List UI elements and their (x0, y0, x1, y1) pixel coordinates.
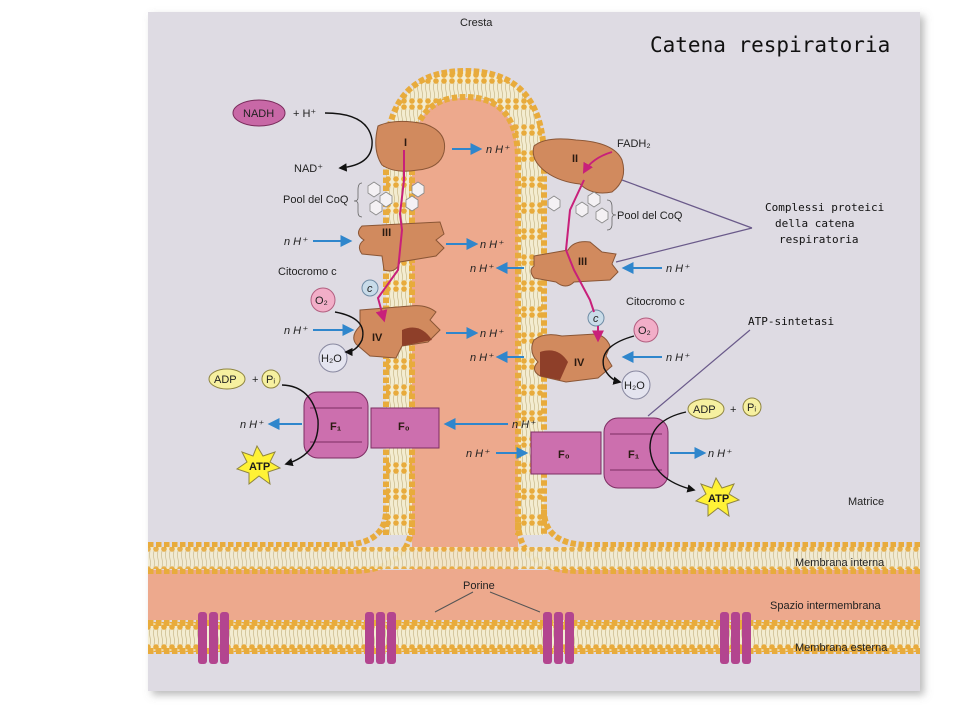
cytochrome-c-left-letter: c (367, 283, 373, 295)
region-label-spazio: Spazio intermembrana (770, 600, 882, 612)
h2o-right (621, 370, 651, 400)
nh-label: n H⁺ (486, 144, 510, 156)
nh-label: n H⁺ (666, 352, 690, 364)
adp-left (208, 368, 246, 390)
porin (198, 612, 229, 664)
nh-label: n H⁺ (708, 448, 732, 460)
complex-iii-right-label: III (578, 256, 587, 268)
porins (198, 591, 751, 664)
complex-ii (532, 138, 625, 194)
citocromo-label-left: Citocromo c (278, 266, 337, 278)
nh-label: n H⁺ (284, 325, 308, 337)
coq-pool-left (367, 181, 425, 216)
nh-label: n H⁺ (284, 236, 308, 248)
coq-pool-label-left: Pool del CoQ (283, 194, 349, 206)
inner-membrane (148, 547, 920, 569)
nadh-label: NADH (243, 108, 274, 120)
pi-right (742, 397, 762, 417)
nh-label: n H⁺ (470, 263, 494, 275)
cytochrome-c-left (361, 279, 379, 297)
o2-right (633, 317, 659, 343)
complex-iv-left-label: IV (372, 332, 383, 344)
porin (543, 612, 574, 664)
electron-flow-left (375, 150, 405, 323)
complessi-label-line2: della catena (775, 217, 854, 230)
complessi-label-line3: respiratoria (779, 233, 858, 246)
nh-label: n H⁺ (466, 448, 490, 460)
region-label-membrana-esterna: Membrana esterna (795, 642, 888, 654)
nadh-plus-h: + H⁺ (293, 108, 316, 120)
electron-flow-right (564, 179, 598, 340)
coq-pool-right (547, 191, 609, 224)
atp-star-left (235, 444, 282, 486)
nh-label: n H⁺ (470, 352, 494, 364)
atp-star-right (694, 476, 741, 518)
complex-iv-right-label: IV (574, 357, 585, 369)
outer-membrane (148, 620, 920, 654)
h2o-left (318, 343, 348, 373)
o2-right-label: O₂ (638, 325, 651, 337)
nh-label: n H⁺ (512, 419, 536, 431)
cytochrome-c-right (587, 309, 605, 327)
f1-left-label: F₁ (330, 421, 342, 433)
nh-label: n H⁺ (480, 239, 504, 251)
porin (365, 612, 396, 664)
adp-right (687, 398, 725, 420)
porine-label: Porine (463, 580, 495, 592)
nh-label: n H⁺ (480, 328, 504, 340)
cytochrome-c-right-letter: c (593, 313, 599, 325)
h2o-left-label: H₂O (321, 353, 342, 365)
atp-synthase-left (303, 391, 440, 459)
pi-right-label: Pᵢ (747, 402, 756, 414)
adp-left-plus: + (252, 374, 258, 386)
fo-left-label: F₀ (398, 421, 410, 433)
proton-labels: n H⁺ n H⁺ n H⁺ n H⁺ n H⁺ n H⁺ n H⁺ n H⁺ … (240, 144, 732, 460)
porin (720, 612, 751, 664)
fadh2-label: FADH₂ (617, 138, 651, 150)
f1-right-label: F₁ (628, 449, 640, 461)
citocromo-label-right: Citocromo c (626, 296, 685, 308)
adp-left-label: ADP (214, 374, 237, 386)
o2-left-label: O₂ (315, 295, 328, 307)
complex-i-label: I (404, 137, 407, 149)
nadh-oval (232, 99, 286, 127)
nad-label: NAD⁺ (294, 163, 323, 175)
pi-left-label: Pᵢ (266, 374, 275, 386)
atp-left-label: ATP (249, 461, 270, 473)
fo-right-label: F₀ (558, 449, 570, 461)
complex-iii-right (530, 241, 619, 287)
adp-right-plus: + (730, 404, 736, 416)
complex-iv-left (353, 305, 441, 359)
o2-left (310, 287, 336, 313)
complex-i (375, 120, 446, 172)
h2o-right-label: H₂O (624, 380, 645, 392)
adp-right-label: ADP (693, 404, 716, 416)
region-label-membrana-interna: Membrana interna (795, 557, 885, 569)
complessi-label-line1: Complessi proteici (765, 201, 884, 214)
pi-left (261, 369, 281, 389)
atp-sintetasi-label: ATP-sintetasi (748, 315, 834, 328)
complex-iii-left-label: III (382, 227, 391, 239)
callout-lines (615, 179, 753, 417)
region-label-matrice: Matrice (848, 496, 884, 508)
nh-label: n H⁺ (240, 419, 264, 431)
diagram-title: Catena respiratoria (650, 33, 890, 57)
atp-right-label: ATP (708, 493, 729, 505)
region-label-cresta: Cresta (460, 17, 493, 29)
proton-arrows (267, 143, 707, 459)
nh-label: n H⁺ (666, 263, 690, 275)
coq-pool-label-right: Pool del CoQ (617, 210, 683, 222)
complex-ii-label: II (572, 153, 578, 165)
